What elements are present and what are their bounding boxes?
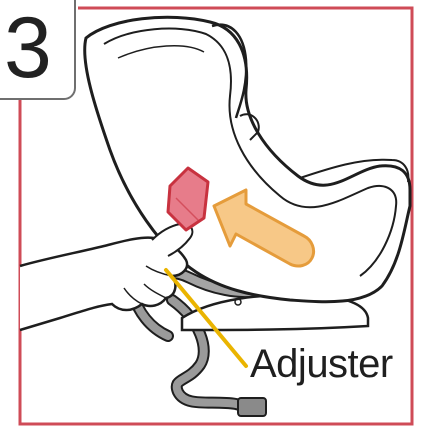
step-number-box: 3 (0, 0, 76, 100)
hand-illustration (20, 238, 187, 330)
step-number: 3 (4, 2, 50, 94)
strap-connector (238, 398, 266, 416)
adjuster-label: Adjuster (250, 342, 393, 386)
